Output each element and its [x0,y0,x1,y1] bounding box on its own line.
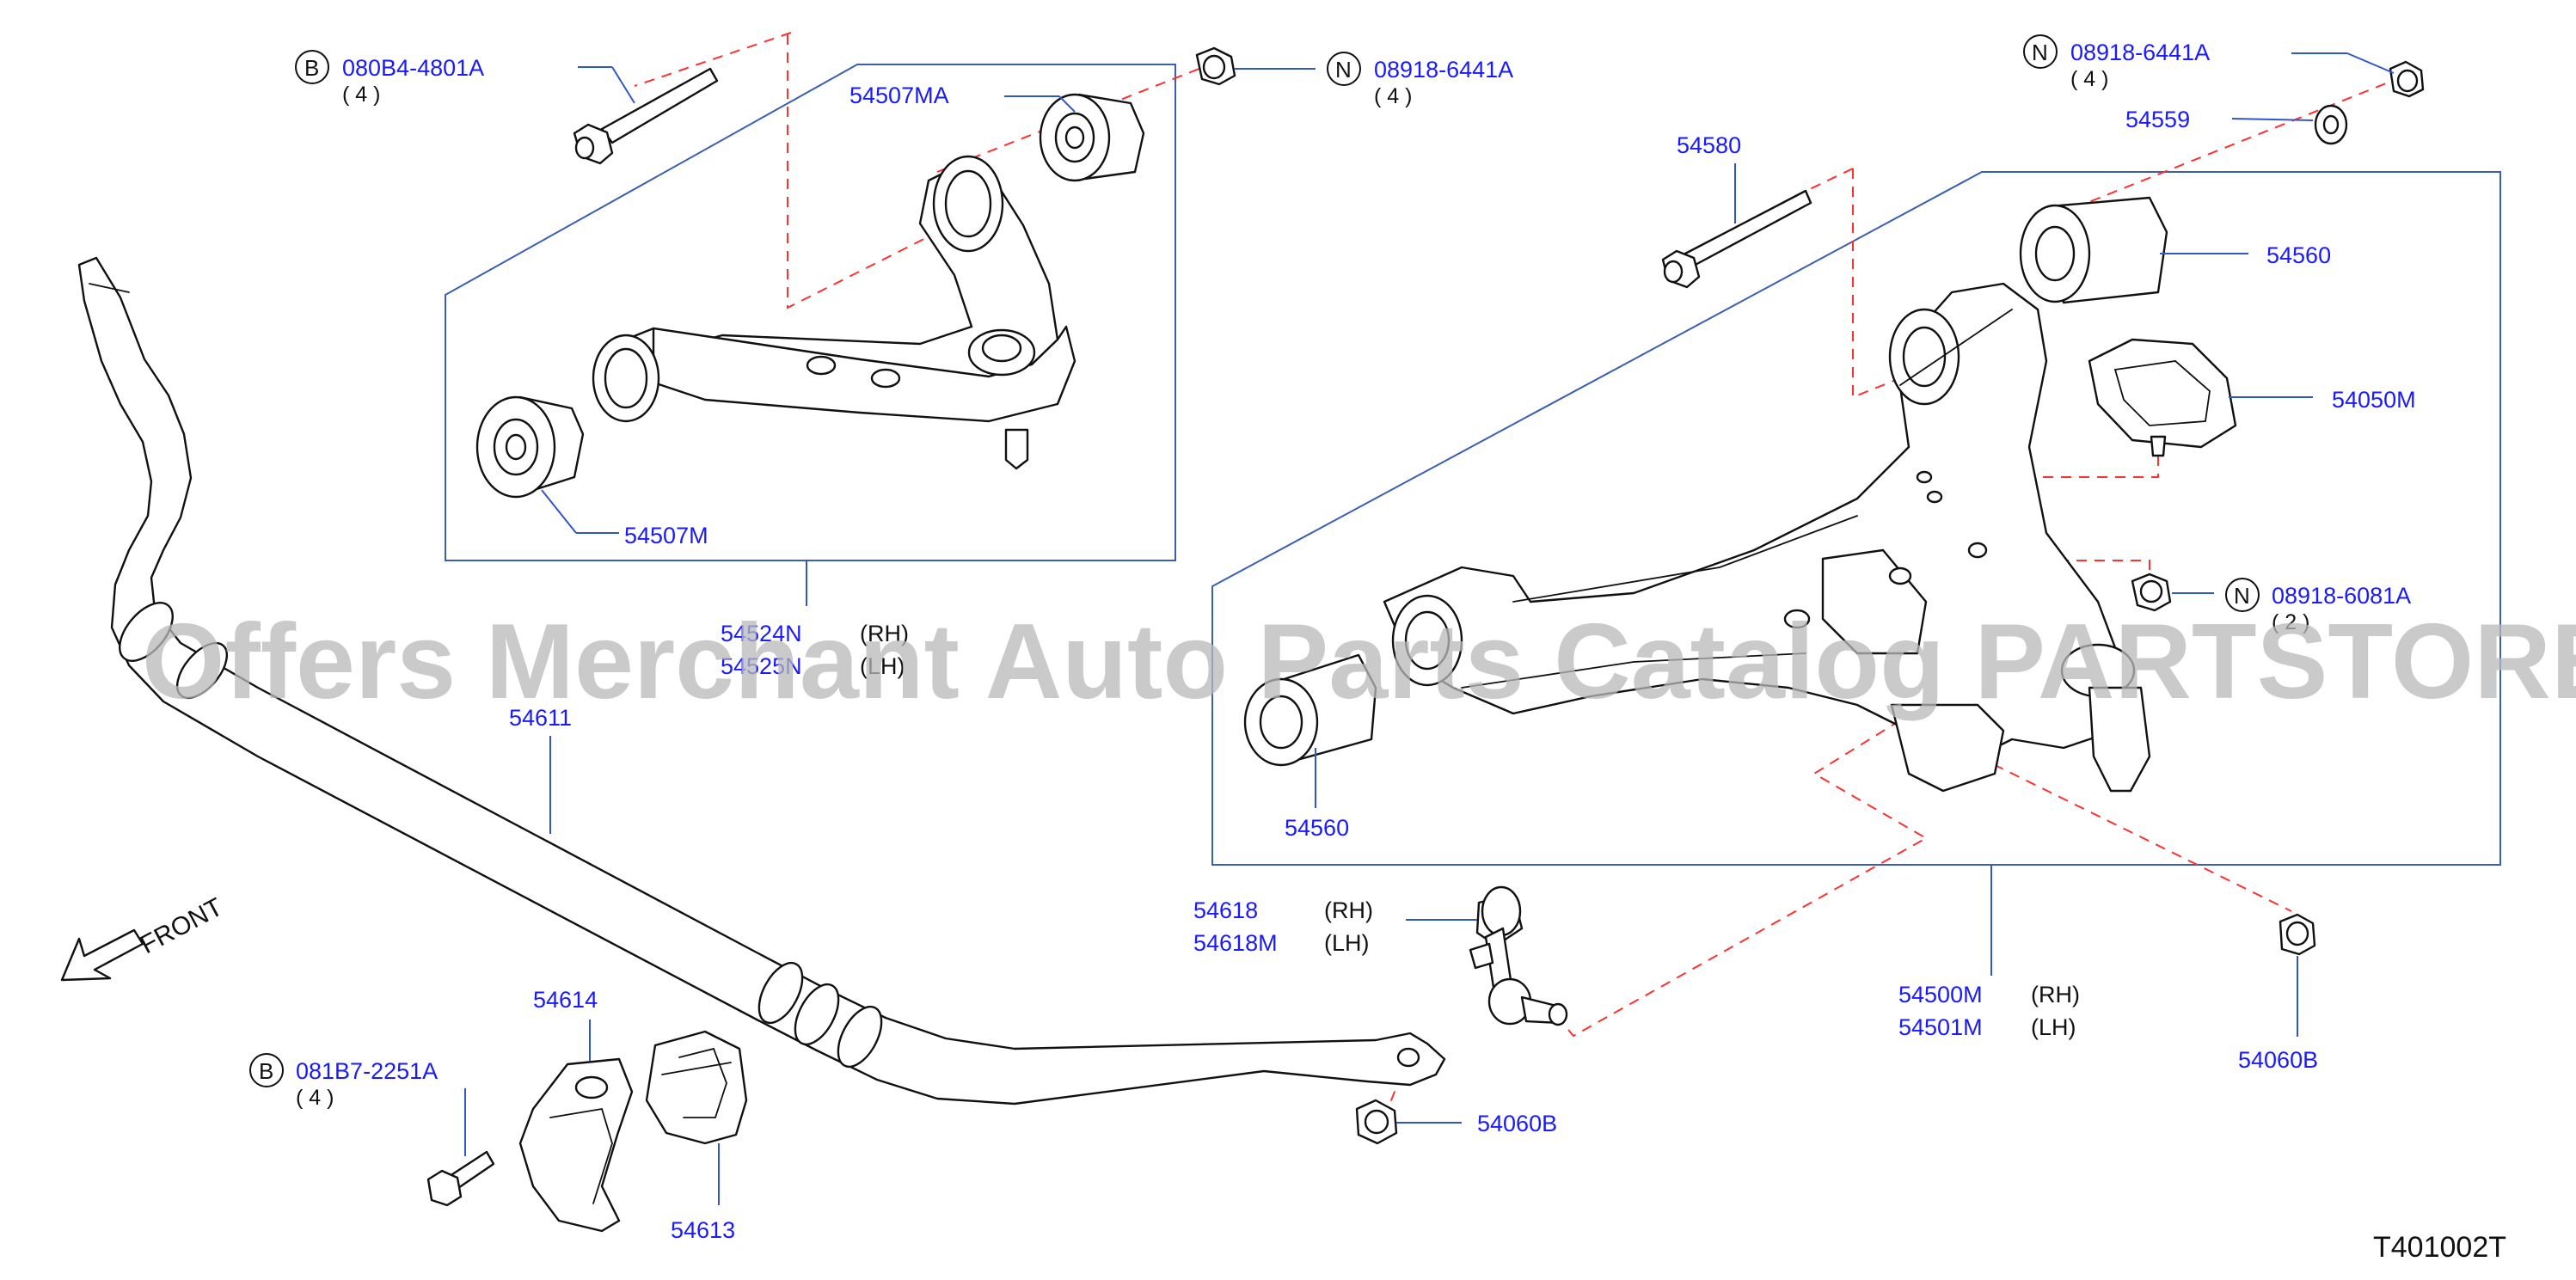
label-54524n-rh: (RH) [860,621,909,646]
callout-n-letter-6081: N [2234,583,2250,609]
bolt-081b7 [426,1150,495,1207]
label-54580: 54580 [1677,132,1741,158]
label-54500m-rh: (RH) [2031,982,2080,1007]
upper-arm-group-box [445,64,1176,561]
label-54618m: 54618M [1193,930,1278,956]
front-label: FRONT [136,893,228,960]
label-54050m: 54050M [2332,387,2416,413]
label-54618m-lh: (LH) [1324,930,1370,956]
label-54501m: 54501M [1898,1014,1983,1040]
qty-08918-6081a: ( 2 ) [2272,610,2309,634]
callout-n-letter-right: N [2032,40,2048,65]
callout-b-letter-081b7: B [259,1058,273,1084]
nut-54060b-mid [1355,1099,1398,1145]
nut-54060b-right [2279,913,2316,956]
watermark-text: Offers Merchant Auto Parts Catalog PARTS… [142,603,2576,721]
bolt-54580 [1661,189,1812,289]
bushing-54560-left [1243,653,1377,767]
qty-081b7-2251a: ( 4 ) [296,1086,334,1110]
label-54525n: 54525N [721,653,802,679]
stabilizer-bar [77,256,1446,1105]
bushing-54507ma [1039,93,1145,182]
label-081b7-2251a: 081B7-2251A [296,1058,438,1084]
label-54501m-lh: (LH) [2031,1014,2076,1040]
qty-08918-6441a-top: ( 4 ) [1374,84,1412,108]
label-54500m: 54500M [1898,982,1983,1007]
label-54618: 54618 [1193,897,1258,923]
washer-54559 [2314,104,2348,145]
stabilizer-clamp-54614 [518,1057,634,1233]
label-54614: 54614 [533,987,598,1013]
label-54060b-mid: 54060B [1477,1111,1557,1136]
diagram-code: T401002T [2373,1231,2506,1264]
stabilizer-bushing-54613 [645,1030,748,1145]
label-54560-top: 54560 [2266,242,2331,268]
callout-b-letter: B [304,55,319,81]
label-54524n: 54524N [721,621,802,646]
bushing-54507m [475,395,585,499]
front-direction-arrow [60,928,144,982]
stabilizer-connecting-rod [1469,885,1568,1026]
label-080b4-4801a: 080B4-4801A [342,55,484,81]
callout-n-letter: N [1335,57,1352,83]
label-54525n-lh: (LH) [860,653,905,679]
qty-08918-6441a-right: ( 4 ) [2070,67,2108,91]
label-54060b-right: 54060B [2238,1047,2318,1073]
nut-08918-6081a [2131,573,2172,612]
nut-08918-top [1195,46,1236,86]
bushing-54560-top [2019,196,2168,304]
label-54618-rh: (RH) [1324,897,1373,923]
qty-080b4-4801a: ( 4 ) [342,83,380,107]
rebound-stopper-54050m [2088,338,2237,457]
label-54560-left: 54560 [1285,815,1349,841]
label-08918-6081a: 08918-6081A [2272,583,2411,609]
label-54613: 54613 [671,1217,735,1243]
label-54611: 54611 [509,705,572,731]
label-54559: 54559 [2125,107,2190,132]
label-54507m: 54507M [624,523,708,548]
label-08918-6441a-right: 08918-6441A [2070,40,2210,65]
label-08918-6441a-top: 08918-6441A [1374,57,1513,83]
bolt-080b4 [573,67,719,165]
label-54507ma: 54507MA [849,83,949,108]
nut-08918-right [2389,60,2425,98]
lower-link-assembly [1383,282,2151,793]
upper-link-assembly [592,155,1076,470]
